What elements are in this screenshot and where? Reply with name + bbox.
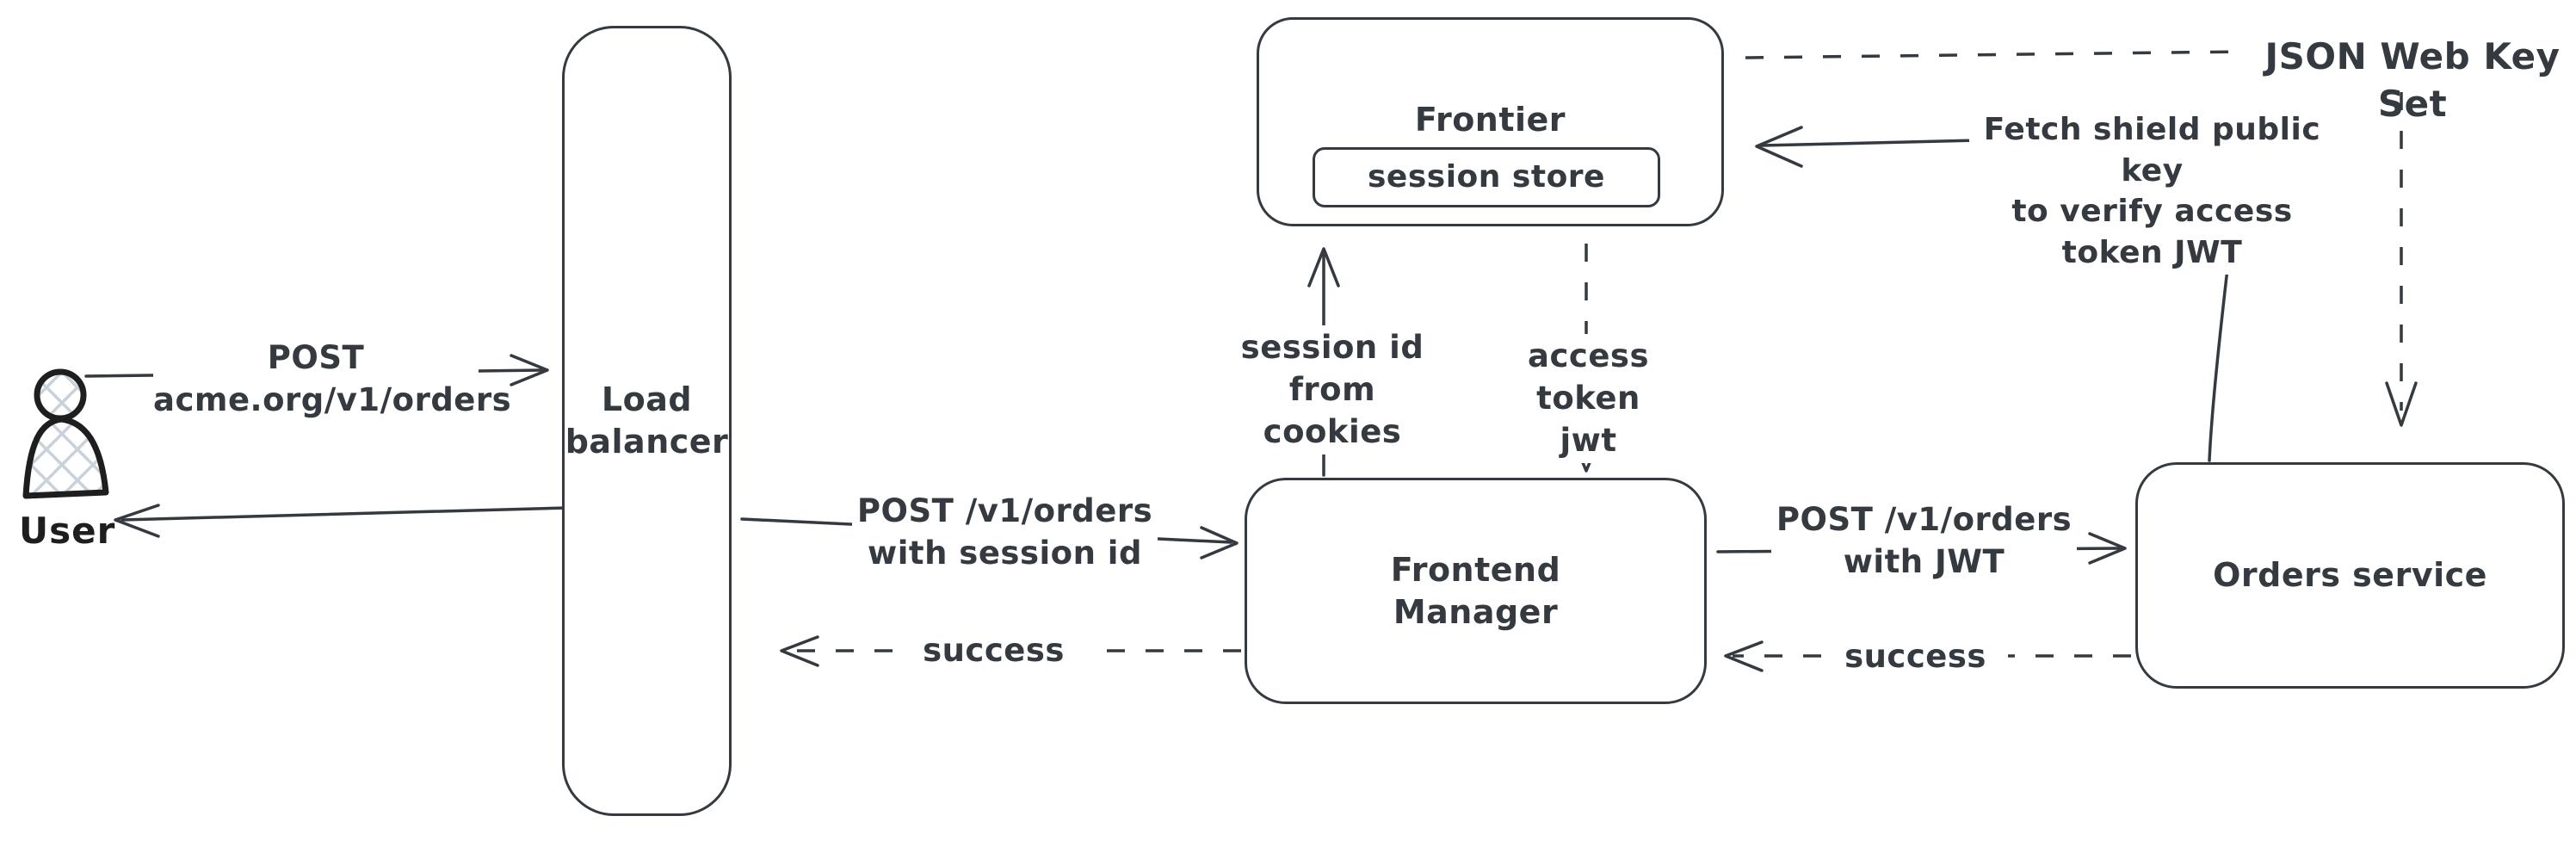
node-frontend-manager: Frontend Manager <box>1245 478 1707 704</box>
arrow-json-web-key-set-to-orders-service <box>2385 92 2418 427</box>
edge-label-post-orders-session-id: POST /v1/orders with session id <box>852 489 1158 577</box>
edge-label-success-left: success <box>901 628 1086 674</box>
session-store-label: session store <box>1368 158 1605 195</box>
orders-service-label: Orders service <box>2213 556 2487 595</box>
node-load-balancer: Load balancer <box>562 26 732 816</box>
edge-label-success-right: success <box>1823 634 2008 680</box>
frontier-label: Frontier <box>1414 101 1566 139</box>
node-session-store: session store <box>1313 147 1660 207</box>
node-frontier: Frontier session store <box>1257 17 1724 226</box>
user-label: User <box>19 510 116 552</box>
edge-label-post-acme-orders: POST acme.org/v1/orders <box>153 336 511 424</box>
line-frontier-to-json-web-key-set <box>1745 50 2244 59</box>
user-person-icon <box>22 368 109 499</box>
edge-label-access-token-jwt: access token jwt <box>1479 334 1698 464</box>
arrow-load-balancer-to-user <box>114 504 568 538</box>
json-web-key-set-label: JSON Web Key Set <box>2264 35 2561 126</box>
edge-label-fetch-shield-public-key: Fetch shield public key to verify access… <box>1969 108 2335 275</box>
edge-label-post-orders-with-jwt: POST /v1/orders with JWT <box>1771 498 2077 585</box>
edge-label-session-id-from-cookies: session id from cookies <box>1215 325 1449 455</box>
load-balancer-label: Load balancer <box>565 380 729 461</box>
node-orders-service: Orders service <box>2135 462 2565 689</box>
frontend-manager-label: Frontend Manager <box>1390 550 1561 631</box>
arrow-frontend-manager-to-load-balancer-success <box>780 635 1241 667</box>
